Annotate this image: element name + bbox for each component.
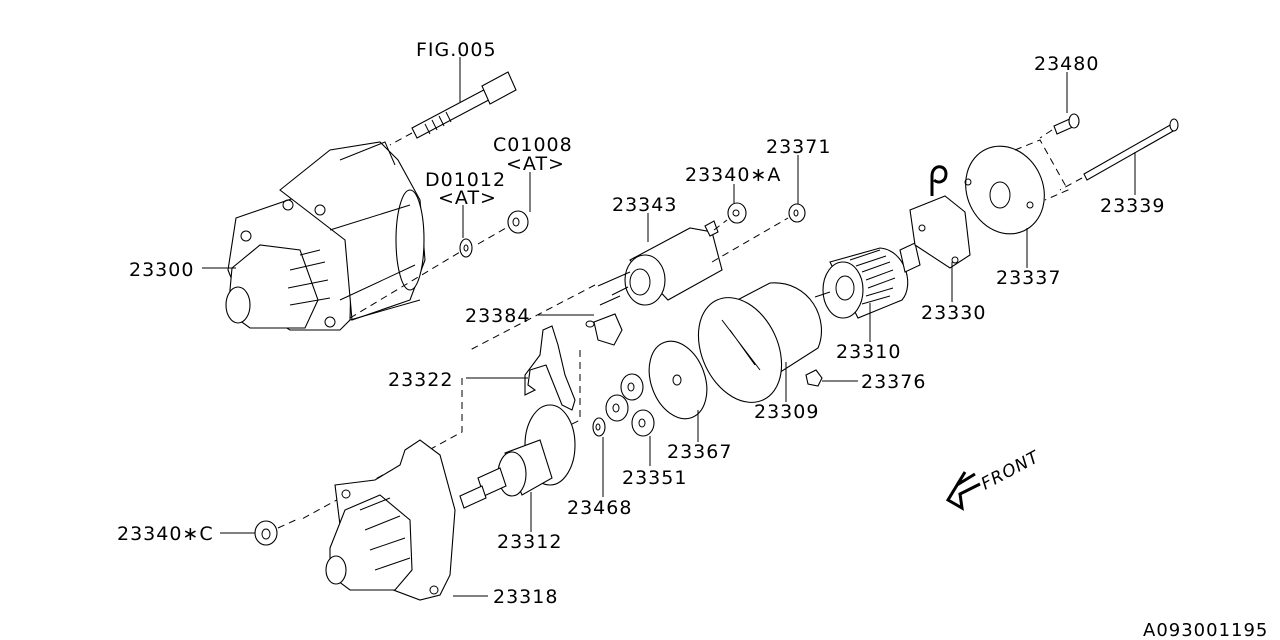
screw-23480[interactable] <box>1053 113 1080 135</box>
end-frame[interactable] <box>952 133 1059 247</box>
yoke[interactable] <box>682 282 822 416</box>
callout-23340a[interactable]: 23340∗A <box>685 164 781 186</box>
diagram-id: A093001195 <box>1143 620 1268 640</box>
d01012-washer[interactable] <box>459 238 473 258</box>
washer-23468[interactable] <box>592 417 606 437</box>
grommet[interactable] <box>805 369 823 387</box>
overrunning-clutch[interactable] <box>459 404 576 509</box>
callout-23343[interactable]: 23343 <box>612 194 677 216</box>
internal-gear-plate[interactable] <box>639 333 717 427</box>
nut-23340a[interactable] <box>727 202 747 224</box>
bracket-23384[interactable] <box>585 313 623 346</box>
callout-23300[interactable]: 23300 <box>129 259 194 281</box>
callout-23330[interactable]: 23330 <box>921 302 986 324</box>
washer-23371[interactable] <box>788 203 806 223</box>
callout-23376[interactable]: 23376 <box>861 371 926 393</box>
front-arrow-icon <box>945 471 981 511</box>
solenoid-switch[interactable] <box>597 220 723 306</box>
callout-c01008-sub: <AT> <box>506 153 565 175</box>
callout-23351[interactable]: 23351 <box>622 467 687 489</box>
front-label: FRONT <box>978 447 1044 495</box>
callout-23309[interactable]: 23309 <box>754 401 819 423</box>
callout-23340c[interactable]: 23340∗C <box>117 523 214 545</box>
callout-23468[interactable]: 23468 <box>567 497 632 519</box>
callout-23371[interactable]: 23371 <box>766 136 831 158</box>
planetary-gears[interactable] <box>605 373 655 437</box>
callout-23310[interactable]: 23310 <box>836 341 901 363</box>
callout-d01012-sub: <AT> <box>438 187 497 209</box>
callout-fig005[interactable]: FIG.005 <box>416 39 497 61</box>
brush-holder[interactable] <box>909 165 971 269</box>
callout-23312[interactable]: 23312 <box>497 531 562 553</box>
through-bolt[interactable] <box>1083 118 1179 181</box>
callout-23337[interactable]: 23337 <box>996 267 1061 289</box>
callout-23384[interactable]: 23384 <box>465 305 530 327</box>
callout-23480[interactable]: 23480 <box>1034 53 1099 75</box>
callout-23367[interactable]: 23367 <box>667 441 732 463</box>
armature[interactable] <box>814 242 921 319</box>
front-housing[interactable] <box>325 439 456 601</box>
fig005-bolt[interactable] <box>411 71 517 139</box>
callout-23318[interactable]: 23318 <box>493 586 558 608</box>
drive-lever[interactable] <box>524 325 576 411</box>
nut-23340c[interactable] <box>254 520 278 546</box>
callout-23322[interactable]: 23322 <box>388 369 453 391</box>
c01008-nut[interactable] <box>507 210 529 234</box>
starter-assembly[interactable] <box>225 141 426 331</box>
callout-d01012[interactable]: D01012 <box>425 169 506 191</box>
callout-c01008[interactable]: C01008 <box>493 134 573 156</box>
callout-23339[interactable]: 23339 <box>1100 195 1165 217</box>
